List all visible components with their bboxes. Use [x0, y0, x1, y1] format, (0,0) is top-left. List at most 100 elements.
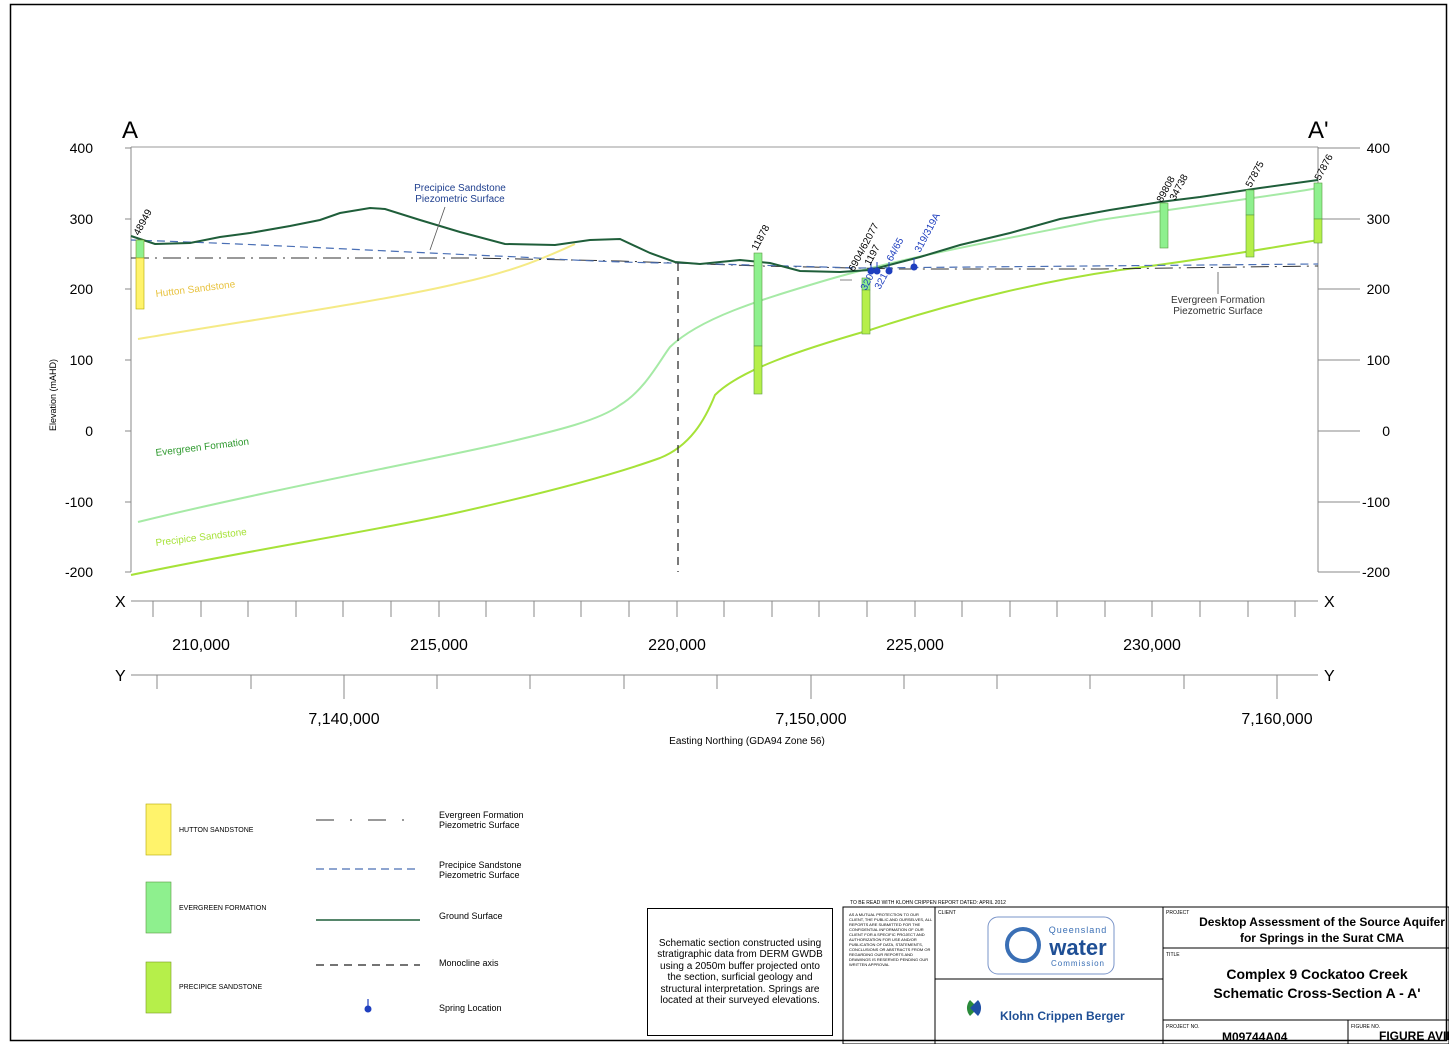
- legend-precipice-swatch: [145, 961, 172, 1014]
- evergreen-formation-label: Evergreen Formation: [155, 437, 250, 459]
- sheet-frame: [9, 3, 1448, 1042]
- y-tick-label: 400: [70, 140, 94, 156]
- construction-note: Schematic section constructed using stra…: [647, 908, 833, 1036]
- client-label: CLIENT: [938, 910, 956, 916]
- y-tick-label: 100: [1367, 352, 1391, 368]
- ground-surface-line: [130, 179, 1319, 274]
- qwc-logo-icon: [1005, 927, 1041, 963]
- legend-precipice-piezo-label-2: Piezometric Surface: [439, 870, 520, 880]
- y-tick-label: 200: [1367, 281, 1391, 297]
- legend-precipice-piezo-label-1: Precipice Sandstone: [439, 860, 522, 870]
- evergreen-base-line: [137, 187, 1319, 523]
- kcb-logo-text: Klohn Crippen Berger: [1000, 1009, 1125, 1023]
- evergreen-piezometric-surface: [131, 257, 1319, 270]
- easting-tick-label: 220,000: [648, 637, 706, 654]
- bore-label: 11878: [750, 223, 773, 252]
- easting-ticks: [152, 601, 1296, 617]
- qwc-logo-text-1: Queensland: [1049, 925, 1108, 935]
- northing-tick-label: 7,160,000: [1241, 711, 1312, 728]
- easting-tick-label: 225,000: [886, 637, 944, 654]
- qwc-logo-text-2: water: [1048, 935, 1107, 960]
- bore-columns: [135, 182, 1323, 395]
- spring-icon: [867, 267, 875, 275]
- project-field-label: PROJECT: [1166, 910, 1189, 916]
- spring-icon: [910, 263, 918, 271]
- easting-tick-label: 230,000: [1123, 637, 1181, 654]
- legend-ground-label: Ground Surface: [439, 911, 503, 921]
- figure-no-label: FIGURE NO.: [1351, 1024, 1380, 1030]
- y-tick-label: 0: [1382, 423, 1390, 439]
- y-tick-label: -100: [1362, 494, 1390, 510]
- bore-label: 48949: [132, 207, 155, 237]
- title-field-label: TITLE: [1166, 952, 1180, 958]
- spring-icon: [885, 267, 893, 275]
- easting-tick-label: 210,000: [172, 637, 230, 654]
- easting-row-label-right: X: [1324, 594, 1335, 611]
- figure-no-value: FIGURE AVIII-: [1379, 1029, 1449, 1043]
- evergreen-piezo-annotation-line2: Piezometric Surface: [1173, 306, 1263, 317]
- legend-evergreen-piezo-label-1: Evergreen Formation: [439, 810, 524, 820]
- precipice-piezo-annotation-line1: Precipice Sandstone: [414, 183, 506, 194]
- northing-row-label-right: Y: [1324, 668, 1335, 685]
- y-axis-label: Elevation (mAHD): [48, 359, 58, 431]
- right-axis-ticks: [1318, 147, 1360, 573]
- y-tick-label: -100: [65, 494, 93, 510]
- precipice-piezometric-surface: [130, 239, 1319, 269]
- spring-label: 319/319A: [913, 211, 943, 254]
- section-end-label: A': [1308, 117, 1329, 144]
- x-axis-label: Easting Northing (GDA94 Zone 56): [669, 736, 825, 747]
- legend-spring-icon: [364, 1005, 372, 1013]
- bore-label: 57876: [1313, 152, 1336, 182]
- y-tick-label: 300: [1367, 211, 1391, 227]
- y-tick-label: 200: [70, 281, 94, 297]
- y-tick-label: 400: [1367, 140, 1391, 156]
- spring-label: 64/65: [885, 236, 907, 264]
- legend-spring-label: Spring Location: [439, 1003, 502, 1013]
- precipice-piezo-leader: [429, 206, 446, 251]
- left-axis-ticks: [125, 147, 131, 573]
- easting-row-label: X: [115, 594, 126, 611]
- section-start-label: A: [122, 117, 138, 144]
- legend-hutton-label: HUTTON SANDSTONE: [179, 827, 254, 834]
- hutton-sandstone-label: Hutton Sandstone: [155, 279, 236, 300]
- qwc-logo-text-3: Commission: [1051, 959, 1105, 968]
- left-y-tick-labels: 400 300 200 100 0 -100 -200: [65, 140, 93, 580]
- easting-tick-labels: 210,000 215,000 220,000 225,000 230,000: [172, 637, 1181, 654]
- y-tick-label: 300: [70, 211, 94, 227]
- drawing-title-line2: Schematic Cross-Section A - A': [1213, 985, 1420, 1001]
- disclaimer-text: AS A MUTUAL PROTECTION TO OUR CLIENT, TH…: [849, 912, 933, 967]
- project-title-line1: Desktop Assessment of the Source Aquifer: [1199, 915, 1445, 929]
- spring-symbols: [867, 258, 918, 275]
- precipice-base-line: [130, 239, 1319, 576]
- bore-label: 57875: [1244, 159, 1267, 189]
- right-y-tick-labels: 400 300 200 100 0 -100 -200: [1362, 140, 1390, 580]
- y-tick-label: 100: [70, 352, 94, 368]
- northing-ticks: [156, 675, 1278, 699]
- y-tick-label: -200: [65, 564, 93, 580]
- read-with-note: TO BE READ WITH KLOHN CRIPPEN REPORT DAT…: [850, 900, 1006, 906]
- project-title-line2: for Springs in the Surat CMA: [1240, 931, 1404, 945]
- legend-evergreen-swatch: [145, 881, 172, 934]
- northing-tick-labels: 7,140,000 7,150,000 7,160,000: [308, 711, 1312, 728]
- legend-monocline-label: Monocline axis: [439, 958, 499, 968]
- project-no-value: M09744A04: [1222, 1030, 1288, 1044]
- evergreen-piezo-annotation-line1: Evergreen Formation: [1171, 295, 1265, 306]
- easting-tick-label: 215,000: [410, 637, 468, 654]
- precipice-sandstone-label: Precipice Sandstone: [155, 527, 248, 549]
- legend-precipice-label: PRECIPICE SANDSTONE: [179, 984, 262, 991]
- legend: HUTTON SANDSTONE EVERGREEN FORMATION PRE…: [145, 803, 524, 1014]
- y-tick-label: -200: [1362, 564, 1390, 580]
- project-no-label: PROJECT NO.: [1166, 1024, 1200, 1030]
- legend-evergreen-piezo-label-2: Piezometric Surface: [439, 820, 520, 830]
- legend-evergreen-label: EVERGREEN FORMATION: [179, 905, 266, 912]
- spring-icon: [873, 267, 881, 275]
- northing-tick-label: 7,150,000: [775, 711, 846, 728]
- hutton-base-line: [137, 243, 576, 340]
- legend-hutton-swatch: [145, 803, 172, 856]
- northing-tick-label: 7,140,000: [308, 711, 379, 728]
- y-tick-label: 0: [85, 423, 93, 439]
- northing-row-label: Y: [115, 668, 126, 685]
- precipice-piezo-annotation-line2: Piezometric Surface: [415, 194, 505, 205]
